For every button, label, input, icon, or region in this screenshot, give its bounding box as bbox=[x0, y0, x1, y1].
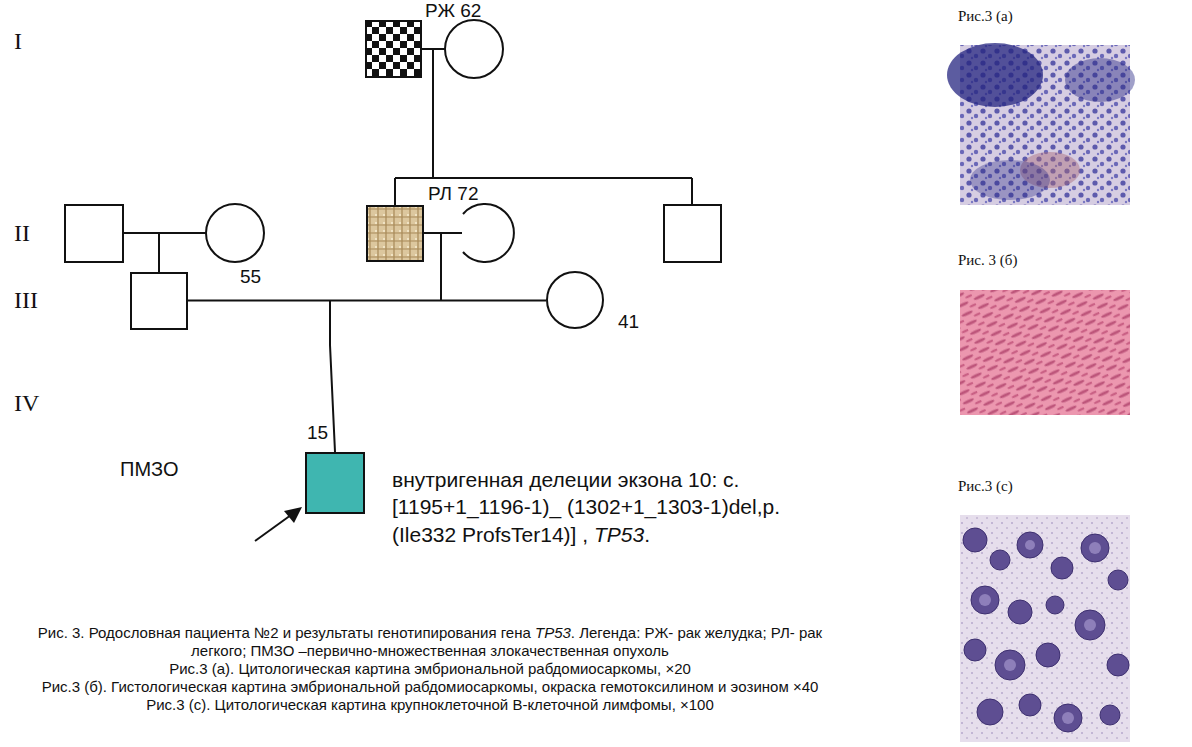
person-label: 41 bbox=[618, 311, 639, 333]
diagnosis-label: ПМЗО bbox=[120, 458, 178, 481]
symbol-outline bbox=[130, 272, 188, 330]
square-shape bbox=[366, 21, 421, 77]
generation-number: II bbox=[14, 220, 30, 247]
symbol-outline bbox=[546, 271, 604, 329]
square-shape bbox=[367, 206, 423, 261]
generation-number: III bbox=[14, 287, 38, 314]
person-label: РЛ 72 bbox=[428, 183, 479, 205]
generation-number: IV bbox=[14, 390, 39, 417]
person-label: РЖ 62 bbox=[425, 0, 481, 22]
figure-caption: Рис. 3. Родословная пациента №2 и резуль… bbox=[30, 624, 830, 660]
square-shape bbox=[131, 273, 187, 329]
marriage-line bbox=[188, 300, 546, 301]
female-symbol: 41 bbox=[546, 271, 604, 329]
affected-male: РЖ 62 bbox=[365, 20, 422, 78]
symbol-outline bbox=[305, 452, 365, 514]
circle-shape bbox=[547, 272, 603, 328]
connector-line bbox=[188, 300, 546, 302]
person-label: 15 bbox=[307, 422, 328, 444]
figure-label: Рис.3 (с) bbox=[958, 478, 1013, 495]
caption-line: Рис.3 (б). Гистологическая картина эмбри… bbox=[30, 678, 830, 696]
caption-block: Рис. 3. Родословная пациента №2 и резуль… bbox=[30, 624, 830, 714]
symbol-outline bbox=[365, 20, 422, 78]
caption-line: Рис.3 (с). Цитологическая картина крупно… bbox=[30, 696, 830, 714]
figure-label: Рис. 3 (б) bbox=[958, 252, 1017, 269]
proband-symbol: 15 bbox=[305, 452, 365, 514]
figure-label: Рис.3 (а) bbox=[958, 8, 1013, 25]
square-shape bbox=[306, 453, 364, 513]
symbol-outline bbox=[366, 205, 424, 262]
genotype-note: внутригенная делеции экзона 10: c.[1195+… bbox=[392, 466, 822, 548]
male-symbol: 55 bbox=[130, 272, 188, 330]
caption-line: Рис.3 (а). Цитологическая картина эмбрио… bbox=[30, 660, 830, 678]
generation-number: I bbox=[14, 28, 22, 55]
affected-male: РЛ 72 bbox=[366, 205, 424, 262]
person-label: 55 bbox=[240, 266, 261, 288]
